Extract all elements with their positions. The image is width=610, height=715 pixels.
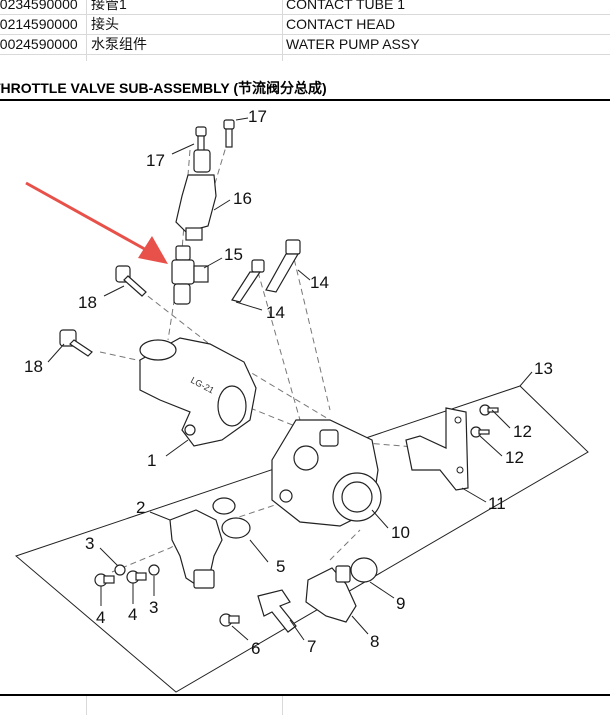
bolt-14-long	[265, 239, 301, 293]
sensor-8	[305, 565, 357, 623]
callout-label: 12	[513, 422, 532, 441]
callout-label: 17	[248, 107, 267, 126]
bolt-18-upper	[115, 265, 147, 297]
section-bottom-border	[0, 694, 610, 696]
callout-label: 8	[370, 632, 379, 651]
screw-6	[219, 613, 240, 627]
bolt-14-short	[231, 259, 265, 303]
callout-label: 11	[488, 494, 506, 513]
part-number-cell: 70024590000	[0, 36, 78, 52]
callout-label: 5	[276, 557, 285, 576]
bolt-17-right	[223, 119, 235, 148]
assembly-line	[329, 529, 361, 561]
screw-4-right	[126, 570, 147, 584]
intake-body-1: LG-21	[139, 337, 257, 447]
exploded-parts-diagram: LG-21	[15, 107, 589, 693]
screw-12-lower	[470, 426, 490, 438]
callout-label: 2	[136, 498, 145, 517]
callout-label: 17	[146, 151, 165, 170]
table-row: 70024590000 水泵组件 WATER PUMP ASSY	[0, 34, 610, 55]
o-ring-9	[350, 557, 378, 583]
column-divider	[86, 696, 87, 715]
part-number-cell: 70234590000	[0, 0, 78, 12]
injector-15	[171, 245, 209, 305]
bolt-18-lower	[59, 329, 93, 357]
screw-4-left	[94, 573, 115, 587]
callout-label: 4	[96, 608, 105, 627]
callout-label: 15	[224, 245, 243, 264]
column-divider	[86, 0, 87, 61]
section-title: THROTTLE VALVE SUB-ASSEMBLY (节流阀分总成)	[0, 78, 610, 101]
callout-label: 9	[396, 594, 405, 613]
table-row: 70234590000 接管1 CONTACT TUBE 1	[0, 0, 610, 15]
o-ring-5	[212, 497, 251, 539]
english-name-cell: CONTACT HEAD	[286, 16, 396, 32]
part-number-cell: 70214590000	[0, 16, 78, 32]
throttle-body-10	[271, 419, 382, 527]
callout-label: 18	[78, 293, 97, 312]
english-name-cell: WATER PUMP ASSY	[286, 36, 420, 52]
column-divider	[282, 696, 283, 715]
washer-3-left	[114, 564, 126, 576]
actuator-2	[169, 509, 223, 589]
clip-7	[257, 589, 297, 633]
assembly-line	[291, 249, 331, 411]
assembly-line	[111, 527, 206, 573]
column-divider	[282, 0, 283, 61]
chinese-name-cell: 接头	[91, 16, 119, 32]
callout-label: 16	[233, 189, 252, 208]
red-pointer-arrow	[25, 181, 168, 264]
callout-label: 3	[85, 534, 94, 553]
callout-label: 1	[147, 451, 156, 470]
callout-label: 13	[534, 359, 553, 378]
screw-12-upper	[479, 404, 499, 416]
chinese-name-cell: 水泵组件	[91, 36, 147, 52]
bracket-11	[405, 407, 469, 491]
english-name-cell: CONTACT TUBE 1	[286, 0, 406, 12]
section-title-text: THROTTLE VALVE SUB-ASSEMBLY (节流阀分总成)	[0, 80, 327, 96]
callout-label: 12	[505, 448, 524, 467]
washer-3-right	[148, 564, 160, 576]
fuel-rail-16	[175, 149, 217, 241]
callout-label: 14	[310, 273, 329, 292]
bolt-17-left	[195, 126, 207, 157]
assembly-line	[257, 271, 301, 421]
callout-label: 7	[307, 637, 316, 656]
callout-label: 10	[391, 523, 410, 542]
table-row: 70214590000 接头 CONTACT HEAD	[0, 14, 610, 35]
callout-label: 6	[251, 639, 260, 658]
callout-label: 14	[266, 303, 285, 322]
callout-label: 3	[149, 598, 158, 617]
callout-label: 4	[128, 605, 137, 624]
chinese-name-cell: 接管1	[91, 0, 127, 12]
spreadsheet-grid-row	[0, 696, 610, 715]
callout-label: 18	[24, 357, 43, 376]
leader-lines	[47, 117, 533, 641]
